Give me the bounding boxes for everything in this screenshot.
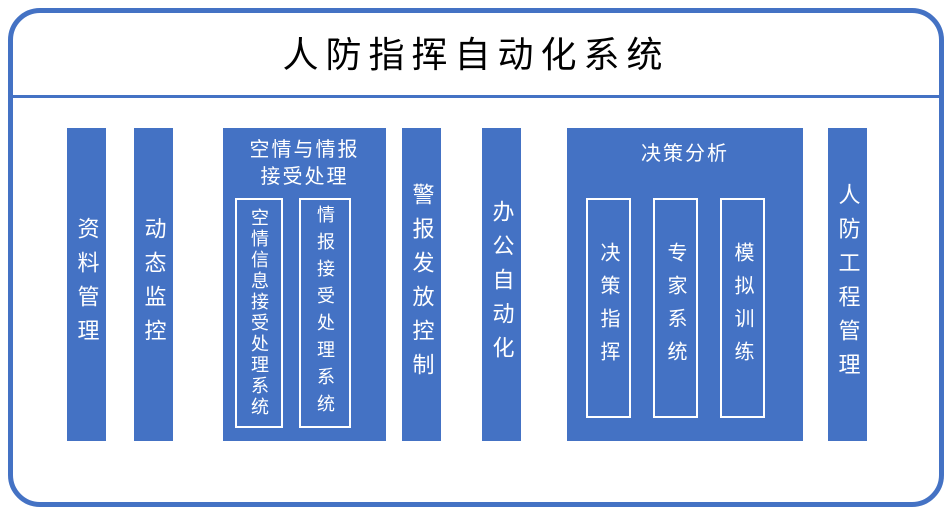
block-data-management: 资料管理 bbox=[67, 128, 106, 441]
group-header: 空情与情报 接受处理 bbox=[223, 128, 386, 198]
subblock-label: 专家系统 bbox=[664, 242, 686, 374]
block-office-automation: 办公自动化 bbox=[482, 128, 521, 441]
block-engineering-management: 人防工程管理 bbox=[828, 128, 867, 441]
block-label: 人防工程管理 bbox=[835, 182, 861, 387]
subblock-label: 决策指挥 bbox=[597, 242, 619, 374]
subblock-air-info-processing-system: 空情信息接受处理系统 bbox=[235, 198, 283, 428]
block-label: 资料管理 bbox=[74, 216, 100, 353]
block-label: 警报发放控制 bbox=[409, 182, 435, 387]
subblock-decision-command: 决策指挥 bbox=[586, 198, 631, 418]
block-dynamic-monitoring: 动态监控 bbox=[134, 128, 173, 441]
group-header-line: 空情与情报 bbox=[249, 139, 360, 161]
subblock-label: 模拟训练 bbox=[731, 242, 753, 374]
subblock-expert-system: 专家系统 bbox=[653, 198, 698, 418]
diagram-border bbox=[8, 8, 944, 507]
subblock-intel-processing-system: 情报接受处理系统 bbox=[299, 198, 351, 428]
group-header: 决策分析 bbox=[641, 143, 729, 165]
group-inner-row: 决策指挥 专家系统 模拟训练 bbox=[567, 198, 803, 418]
group-air-intel-processing: 空情与情报 接受处理 空情信息接受处理系统 情报接受处理系统 bbox=[223, 128, 386, 441]
group-decision-analysis: 决策分析 决策指挥 专家系统 模拟训练 bbox=[567, 128, 803, 441]
subblock-simulation-training: 模拟训练 bbox=[720, 198, 765, 418]
block-label: 办公自动化 bbox=[489, 199, 515, 370]
diagram-title: 人防指挥自动化系统 bbox=[282, 35, 670, 75]
subblock-label: 空情信息接受处理系统 bbox=[249, 208, 269, 418]
subblock-label: 情报接受处理系统 bbox=[315, 205, 335, 421]
title-divider bbox=[12, 95, 940, 98]
group-header-line: 接受处理 bbox=[260, 166, 349, 188]
group-inner-row: 空情信息接受处理系统 情报接受处理系统 bbox=[223, 198, 386, 428]
block-alarm-control: 警报发放控制 bbox=[402, 128, 441, 441]
block-label: 动态监控 bbox=[141, 216, 167, 353]
diagram-content: 资料管理 动态监控 空情与情报 接受处理 空情信息接受处理系统 情报接受处理系统… bbox=[67, 128, 867, 441]
